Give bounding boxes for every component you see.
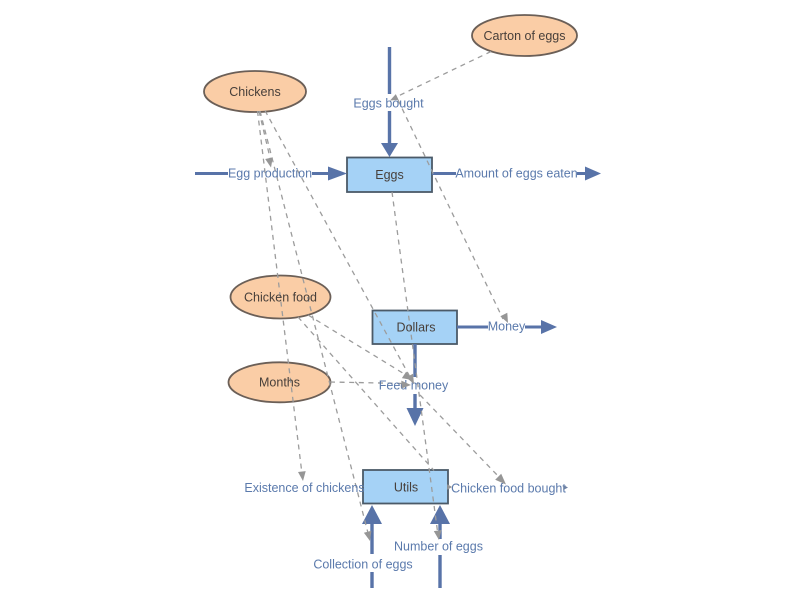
svg-text:Egg production: Egg production: [228, 167, 312, 181]
svg-text:Chickens: Chickens: [229, 85, 280, 99]
svg-text:Amount of eggs eaten: Amount of eggs eaten: [455, 167, 577, 181]
svg-text:Collection of eggs: Collection of eggs: [313, 558, 412, 572]
svg-text:Utils: Utils: [394, 481, 418, 495]
svg-text:Feed money: Feed money: [379, 379, 449, 393]
svg-text:Eggs bought: Eggs bought: [353, 97, 424, 111]
svg-text:Months: Months: [259, 376, 300, 390]
svg-text:Chicken food: Chicken food: [244, 291, 317, 305]
svg-text:Eggs: Eggs: [375, 168, 404, 182]
svg-text:Number of eggs: Number of eggs: [394, 540, 483, 554]
svg-text:Money: Money: [488, 320, 526, 334]
svg-text:Carton of eggs: Carton of eggs: [484, 29, 566, 43]
svg-text:Chicken food bought: Chicken food bought: [451, 482, 566, 496]
svg-text:Dollars: Dollars: [397, 321, 436, 335]
svg-text:Existence of chickens: Existence of chickens: [244, 481, 364, 495]
